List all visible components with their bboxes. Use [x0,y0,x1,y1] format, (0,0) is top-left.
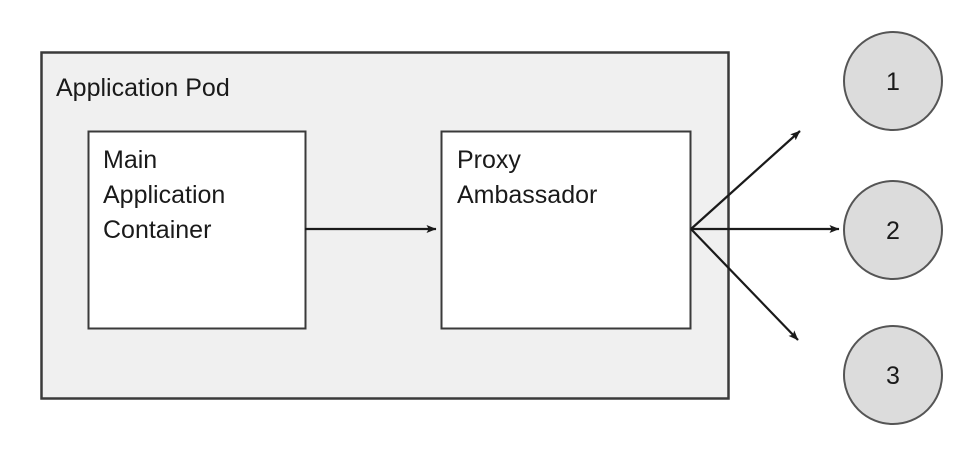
service-circle-3 [843,325,943,425]
service-circle-2 [843,180,943,280]
arrow-proxy-to-service-1 [690,130,801,230]
proxy-ambassador-box [440,130,692,330]
service-circle-1 [843,31,943,131]
arrow-proxy-to-service-3 [690,228,799,341]
main-application-container-box [87,130,307,330]
